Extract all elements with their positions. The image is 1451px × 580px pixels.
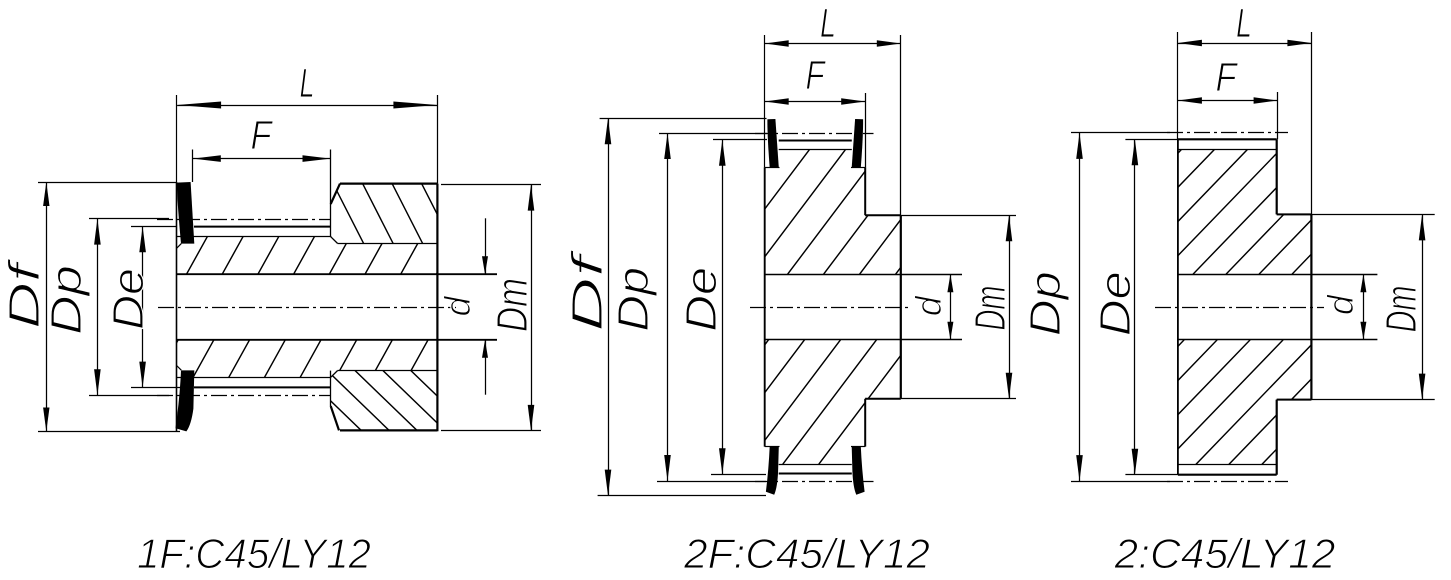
svg-text:L: L — [820, 0, 836, 46]
svg-text:2:C45/LY12: 2:C45/LY12 — [1113, 530, 1335, 577]
svg-text:d: d — [1320, 294, 1361, 315]
svg-text:De: De — [677, 267, 726, 332]
svg-text:L: L — [300, 60, 315, 106]
svg-text:Dm: Dm — [966, 286, 1015, 331]
svg-text:Dm: Dm — [488, 278, 537, 332]
svg-text:F: F — [806, 52, 826, 98]
svg-text:d: d — [908, 295, 949, 316]
svg-text:F: F — [251, 112, 274, 158]
svg-text:F: F — [1216, 54, 1239, 100]
svg-text:Dm: Dm — [1377, 285, 1426, 332]
svg-text:De: De — [1091, 271, 1140, 336]
svg-text:L: L — [1236, 0, 1252, 46]
svg-text:Df: Df — [563, 248, 612, 332]
svg-text:d: d — [437, 296, 478, 317]
svg-text:1F:C45/LY12: 1F:C45/LY12 — [137, 530, 371, 577]
svg-text:Df: Df — [0, 257, 49, 329]
svg-text:Dp: Dp — [42, 265, 91, 335]
svg-text:2F:C45/LY12: 2F:C45/LY12 — [683, 530, 930, 577]
svg-text:De: De — [104, 268, 153, 330]
svg-text:Dp: Dp — [1021, 271, 1070, 336]
svg-text:Dp: Dp — [609, 267, 658, 332]
